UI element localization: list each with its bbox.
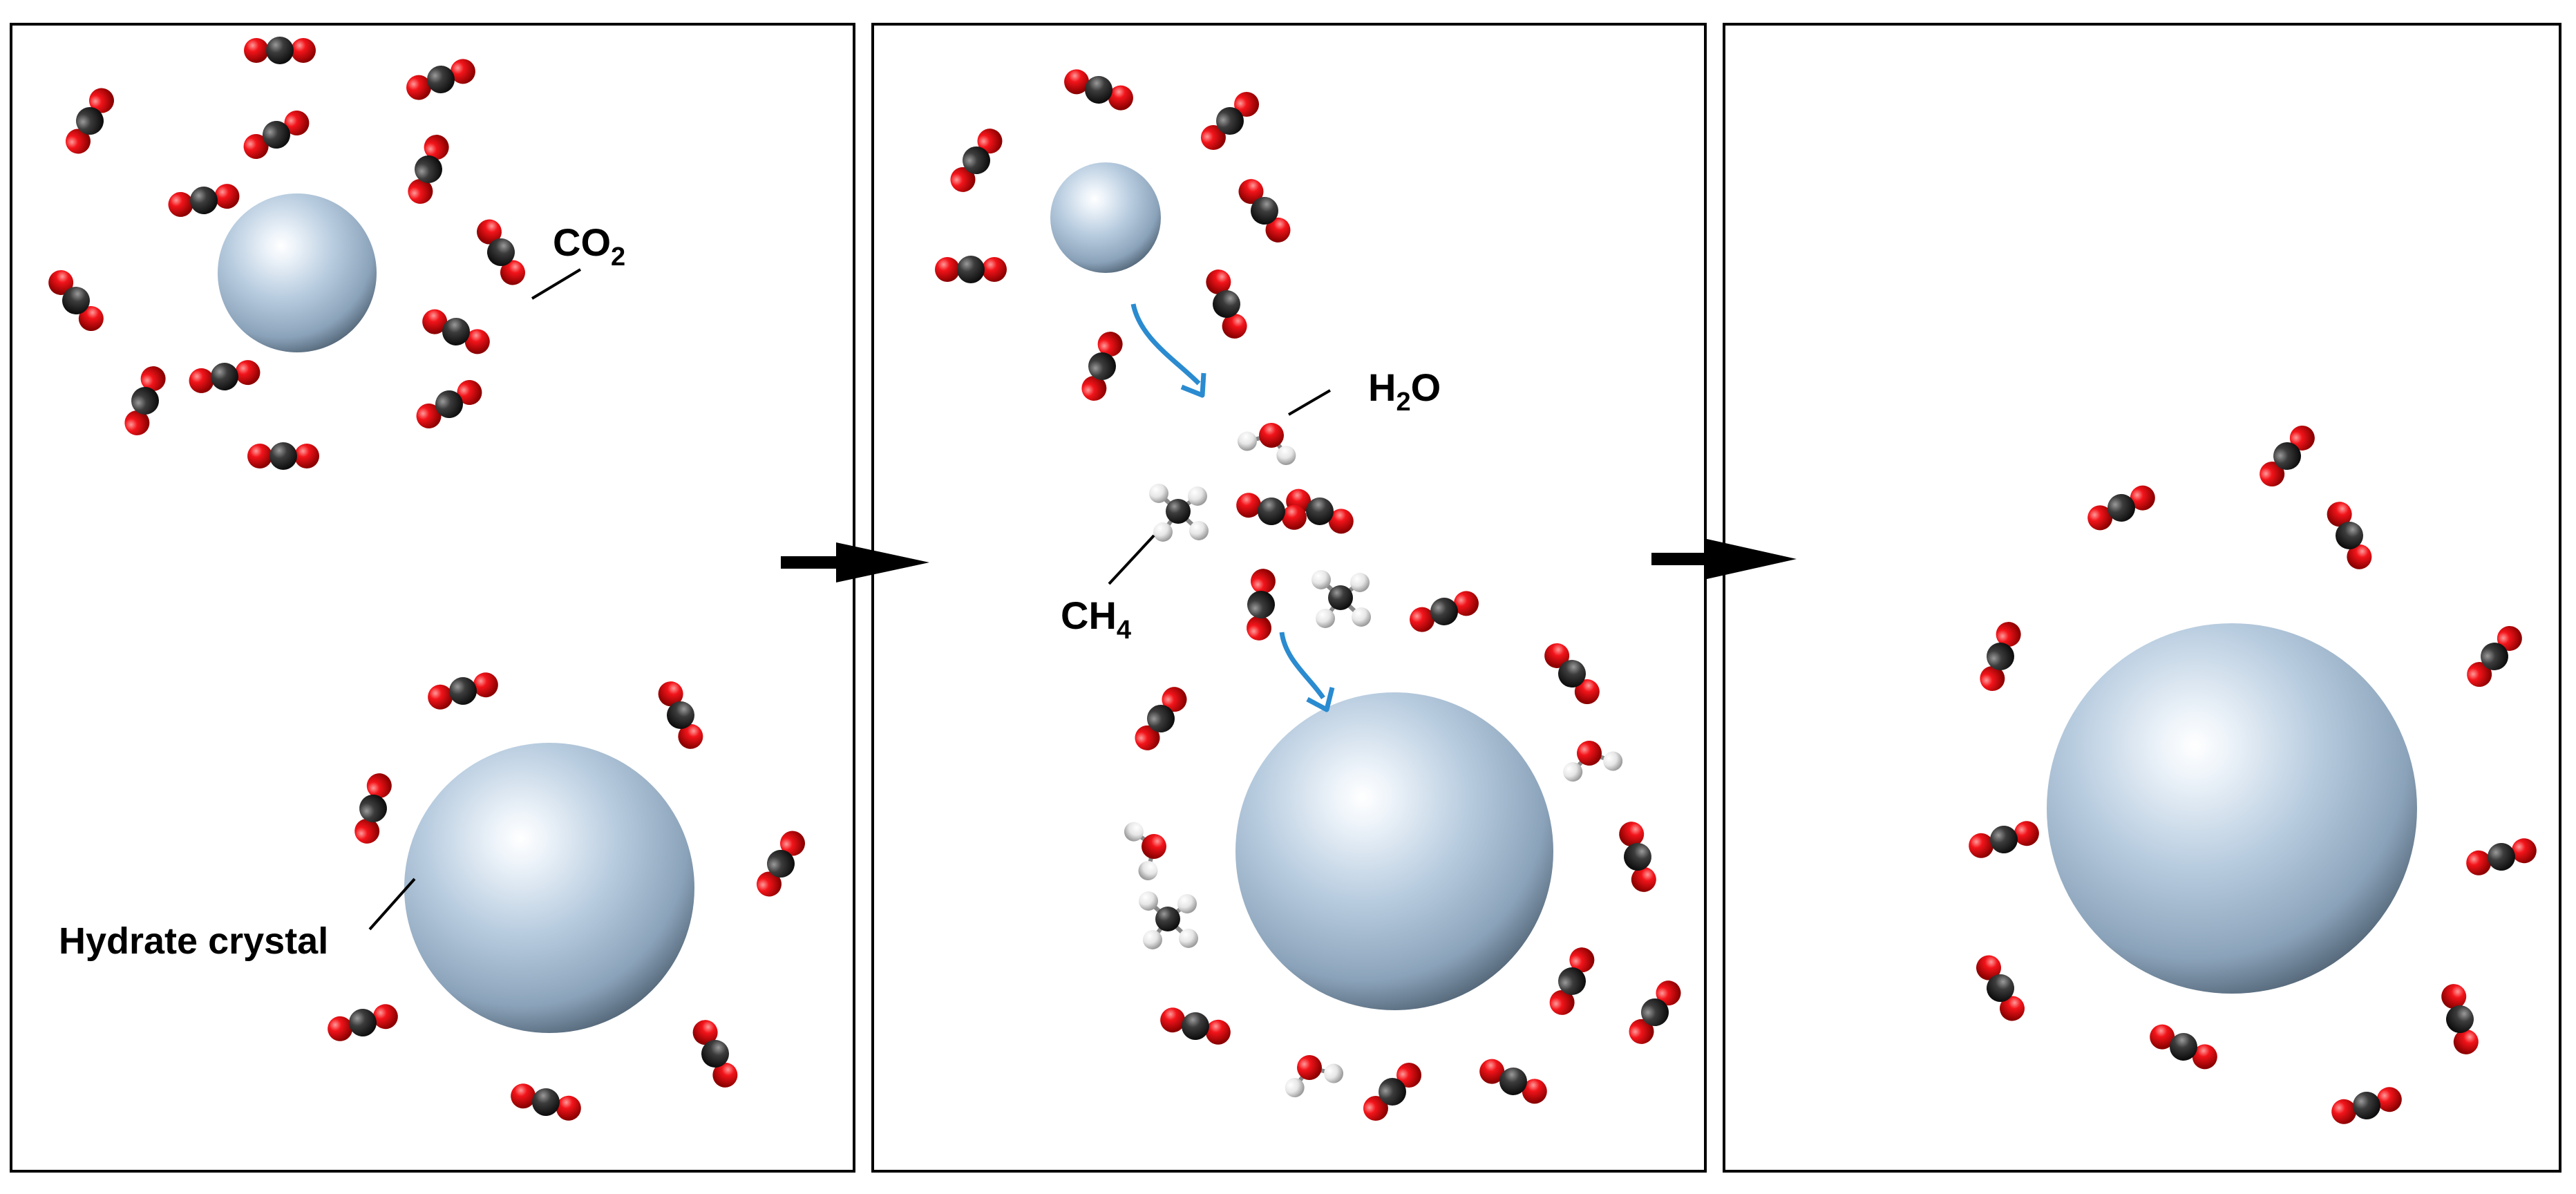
- co2-molecule: [416, 380, 482, 428]
- co2-leader-line: [531, 268, 582, 300]
- h2o-leader-line: [1287, 389, 1332, 416]
- ch4-molecule: [1311, 570, 1371, 628]
- co2-molecule: [1980, 622, 2021, 691]
- co2-molecule: [1247, 569, 1276, 641]
- co2-molecule: [422, 309, 490, 354]
- crystal-layer: [218, 162, 2417, 1033]
- co2-molecule: [1135, 687, 1187, 750]
- co2-molecule: [2150, 1024, 2217, 1070]
- flow-arrow-2: [1279, 632, 1335, 712]
- h2o-molecule: [1237, 423, 1296, 466]
- co2-molecule: [1544, 643, 1600, 705]
- co2-molecule: [2331, 1087, 2402, 1124]
- co2-molecule: [354, 773, 392, 844]
- co2-molecule: [189, 360, 261, 393]
- hydrate-leader-line: [368, 878, 416, 931]
- co2-molecule: [2327, 502, 2372, 569]
- ch4-molecule: [1139, 891, 1198, 949]
- co2-molecule: [247, 442, 319, 470]
- co2-molecule: [428, 672, 498, 710]
- co2-molecule: [1363, 1062, 1422, 1121]
- hydrate-crystal-label: Hydrate crystal: [59, 920, 328, 962]
- h2o-label: H2O: [1368, 366, 1441, 417]
- co2-molecule: [243, 111, 310, 159]
- co2-molecule: [2260, 425, 2315, 487]
- hydrate-crystal: [404, 743, 694, 1033]
- co2-molecule: [2467, 625, 2522, 688]
- hydrate-crystal: [2047, 623, 2417, 994]
- co2-molecule: [1200, 91, 1260, 151]
- co2-molecule: [1160, 1007, 1231, 1045]
- co2-molecule: [406, 59, 475, 100]
- h2o-molecule: [1124, 822, 1166, 881]
- co2-molecule: [950, 129, 1003, 192]
- co2-molecule: [124, 366, 166, 435]
- co2-molecule: [477, 219, 525, 285]
- co2-molecule: [244, 37, 316, 64]
- ch4-molecule: [1149, 484, 1209, 542]
- co2-label: CO2: [553, 220, 625, 272]
- co2-molecule: [511, 1083, 581, 1121]
- co2-molecule: [2441, 984, 2479, 1054]
- co2-molecule: [757, 831, 805, 897]
- co2-molecule: [1479, 1059, 1547, 1104]
- co2-molecule: [1549, 947, 1595, 1015]
- panel-frame-1: [10, 23, 855, 1173]
- co2-molecule: [2087, 485, 2155, 531]
- co2-molecule: [1969, 821, 2039, 858]
- co2-molecule: [1238, 179, 1291, 243]
- co2-molecule: [1064, 69, 1133, 111]
- co2-molecule: [1286, 489, 1354, 534]
- hydrate-crystal: [1235, 692, 1553, 1010]
- co2-molecule: [168, 184, 240, 217]
- co2-molecule: [1976, 955, 2025, 1021]
- co2-molecule: [1236, 493, 1307, 530]
- process-arrow-2: [1651, 539, 1797, 579]
- co2-molecule: [692, 1020, 738, 1088]
- h2o-molecule: [1563, 741, 1623, 782]
- co2-molecule: [1081, 332, 1123, 401]
- molecule-layer: [48, 37, 2537, 1124]
- hydrate-crystal: [1050, 162, 1161, 273]
- panel-frame-2: [871, 23, 1707, 1173]
- ch4-label: CH4: [1061, 594, 1131, 645]
- panel-frame-3: [1723, 23, 2561, 1173]
- co2-molecule: [1206, 269, 1247, 339]
- co2-molecule: [1629, 980, 1681, 1044]
- ch4-leader-line: [1108, 534, 1155, 585]
- flow-arrow-1: [1130, 303, 1206, 398]
- hydrate-crystal: [218, 193, 377, 352]
- co2-molecule: [66, 88, 114, 154]
- co2-molecule: [935, 256, 1007, 283]
- co2-molecule: [1410, 591, 1479, 632]
- co2-molecule: [658, 681, 703, 749]
- co2-molecule: [48, 269, 104, 332]
- co2-molecule: [2466, 838, 2537, 875]
- co2-molecule: [328, 1004, 398, 1041]
- co2-molecule: [408, 135, 449, 204]
- process-arrow-1: [781, 542, 929, 582]
- co2-molecule: [1619, 822, 1656, 892]
- h2o-molecule: [1285, 1055, 1344, 1098]
